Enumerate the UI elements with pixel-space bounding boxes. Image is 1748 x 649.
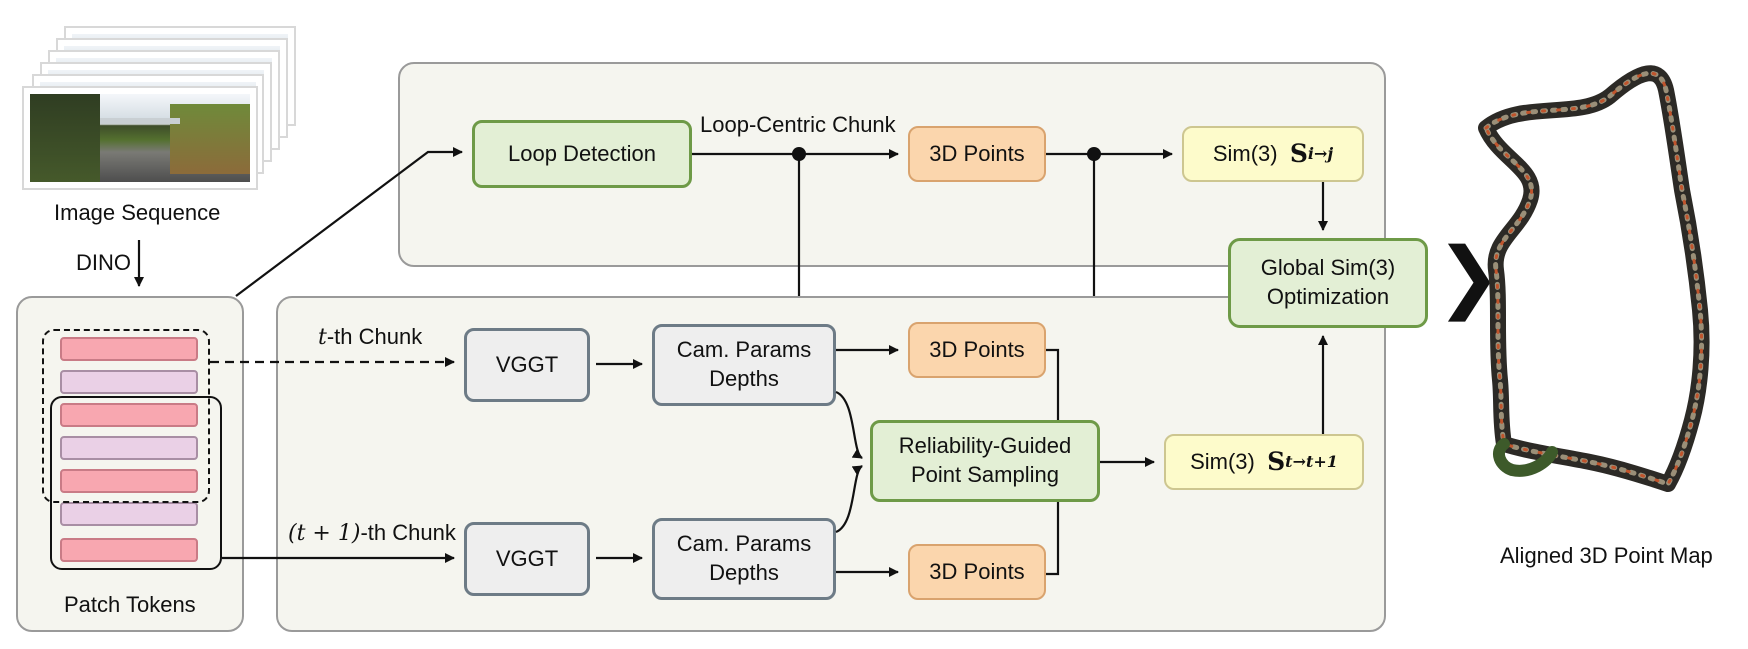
vggt-top-box: VGGT	[464, 328, 590, 402]
aligned-point-map	[1478, 65, 1710, 492]
reliability-sampling-line1: Reliability-Guided	[898, 433, 1072, 459]
cam-params-bottom-box: Cam. Params Depths	[652, 518, 836, 600]
loop-junction-dot-2	[1087, 147, 1101, 161]
reliability-sampling-line2: Point Sampling	[911, 462, 1059, 487]
sim3-chunk-symbol: S	[1267, 446, 1286, 476]
chunk-t-outline	[42, 329, 210, 503]
loop-detection-box: Loop Detection	[472, 120, 692, 188]
sim3-loop-prefix: Sim(3)	[1212, 140, 1278, 166]
cam-params-bottom-line1: Cam. Params	[676, 531, 812, 557]
chunk-t-label: t-th Chunk	[318, 324, 422, 350]
points-top-bracket	[1046, 348, 1060, 420]
patch-token	[60, 436, 198, 460]
chunk-t1-outline	[50, 396, 222, 570]
loop-3d-points-label: 3D Points	[929, 140, 1025, 166]
cam-params-top-box: Cam. Params Depths	[652, 324, 836, 406]
global-optimization-line1: Global Sim(3)	[1260, 255, 1396, 281]
patch-tokens-label: Patch Tokens	[64, 592, 196, 617]
vggt-bottom-box: VGGT	[464, 522, 590, 596]
patch-token	[60, 337, 198, 361]
reliability-sampling-box: Reliability-Guided Point Sampling	[870, 420, 1100, 502]
cam-params-top-line1: Cam. Params	[676, 337, 812, 363]
vggt-top-label: VGGT	[495, 351, 559, 377]
points-top-label: 3D Points	[929, 336, 1025, 362]
chunk-t-var: t	[318, 325, 327, 350]
patch-token	[60, 502, 198, 526]
loop-junction-dot-1	[792, 147, 806, 161]
sim3-loop-subscript: i→j	[1307, 143, 1334, 163]
points-bottom-bracket	[1046, 502, 1060, 576]
loop-centric-chunk-label: Loop-Centric Chunk	[700, 112, 896, 137]
points-bottom-box: 3D Points	[908, 544, 1046, 600]
vggt-bottom-label: VGGT	[495, 545, 559, 571]
chunk-t1-suffix: -th Chunk	[360, 520, 456, 545]
global-optimization-box: Global Sim(3) Optimization	[1228, 238, 1428, 328]
sim3-loop-symbol: S	[1289, 138, 1308, 168]
loop-3d-points-box: 3D Points	[908, 126, 1046, 182]
loop-detection-label: Loop Detection	[508, 140, 656, 166]
patch-token	[60, 370, 198, 394]
chunk-t1-var: (t + 1)	[288, 521, 361, 546]
image-sequence-label: Image Sequence	[54, 200, 221, 225]
patch-token	[60, 469, 198, 493]
global-optimization-line2: Optimization	[1266, 284, 1390, 309]
cam-top-to-sampling-arrow	[835, 390, 863, 459]
cam-params-top-line2: Depths	[709, 366, 779, 391]
sim3-chunk-prefix: Sim(3)	[1190, 448, 1255, 474]
image-frame-front	[22, 86, 258, 190]
cam-bottom-to-sampling-arrow	[835, 465, 863, 534]
points-bottom-label: 3D Points	[929, 558, 1025, 584]
tokens-to-loop-arrow	[235, 147, 463, 297]
patch-token	[60, 403, 198, 427]
chunk-t-suffix: -th Chunk	[326, 324, 423, 349]
output-map-label: Aligned 3D Point Map	[1500, 543, 1713, 568]
chunk-t1-label: (t + 1)-th Chunk	[288, 520, 456, 546]
patch-token	[60, 538, 198, 562]
cam-params-bottom-line2: Depths	[709, 560, 779, 585]
points-top-box: 3D Points	[908, 322, 1046, 378]
dino-label: DINO	[76, 250, 131, 275]
sim3-chunk-subscript: t→t+1	[1285, 451, 1338, 471]
